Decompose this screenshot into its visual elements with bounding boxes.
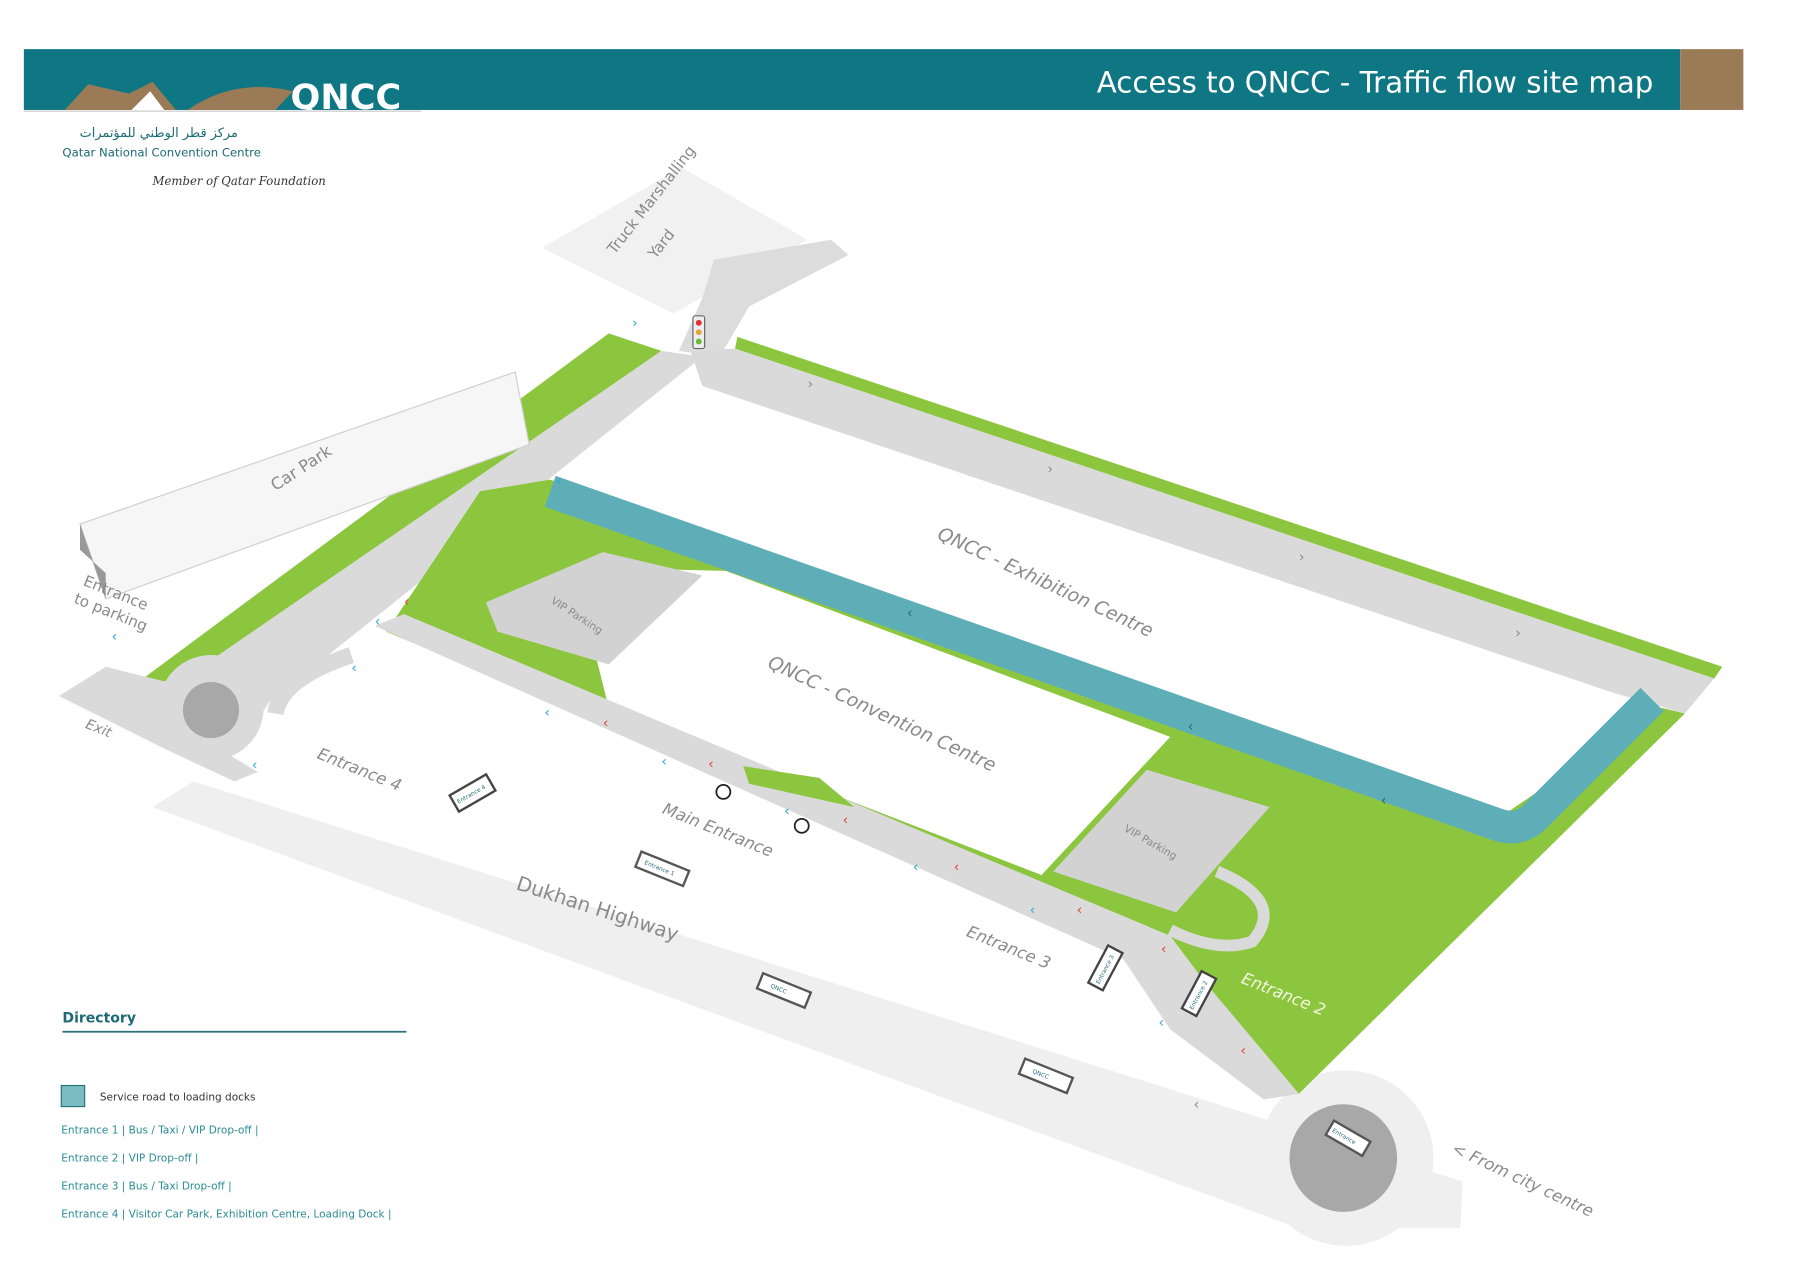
main-left-road — [175, 350, 703, 737]
org-name: Qatar National Convention Centre — [62, 146, 260, 160]
arrow-icon: ‹ — [1030, 903, 1036, 919]
dukhan-highway — [152, 781, 1463, 1229]
sign-qncc-1: QNCC — [755, 971, 813, 1010]
arrow-icon: ‹ — [907, 606, 913, 622]
sign-entrance-3: Entrance 3 — [1086, 943, 1125, 992]
sign-entrance-4: Entrance 4 — [448, 772, 498, 814]
header-bar — [23, 49, 1681, 110]
vip-parking-2 — [1053, 769, 1270, 913]
arrow-icon: ‹ — [1161, 941, 1167, 957]
entrance-3-label: Entrance 3 — [964, 922, 1054, 973]
green-strip-left — [143, 333, 662, 685]
vip-parking-1 — [485, 552, 703, 665]
no-entry-icon — [715, 784, 732, 800]
legend-swatch-service-road — [60, 1084, 86, 1108]
member-of: Member of Qatar Foundation — [152, 174, 326, 188]
convention-centre — [573, 567, 1171, 875]
traffic-arrows: › › › › › ‹ ‹ ‹ ‹ ‹ ‹ ‹ ‹ ‹ ‹ ‹ ‹ ‹ ‹ ‹ … — [112, 316, 1521, 1113]
arrow-icon: ‹ — [1077, 903, 1083, 919]
arrow-icon: ‹ — [351, 661, 357, 677]
sign-roundabout: Entrance — [1324, 1119, 1373, 1158]
arrow-icon: ‹ — [252, 758, 258, 774]
arrow-icon: ‹ — [784, 803, 790, 819]
entrance-4-label: Entrance 4 — [315, 744, 405, 795]
front-drive — [374, 614, 1299, 1100]
no-entry-icon — [793, 817, 810, 834]
from-city-centre-label: < From city centre — [1449, 1139, 1596, 1221]
arrow-icon: ‹ — [1158, 1015, 1164, 1031]
arrow-icon: ‹ — [544, 705, 550, 721]
directory-entry: Entrance 3 | Bus / Taxi Drop-off | — [61, 1181, 231, 1193]
arrow-icon: ‹ — [404, 594, 410, 610]
traffic-light-icon — [692, 315, 706, 350]
yard-access-road — [678, 239, 849, 357]
2-label: QNCC — [769, 984, 787, 996]
header-brown-block — [1680, 49, 1744, 110]
service-road — [544, 475, 1664, 844]
sign-entrance-1: Entrance 1 — [633, 850, 691, 888]
arrow-icon: ‹ — [112, 629, 118, 645]
arrow-icon: ‹ — [843, 813, 849, 829]
sign-qncc-2: QNCC — [1017, 1057, 1075, 1095]
exhibition-centre — [550, 386, 1613, 813]
truck-marshalling-yard — [542, 167, 808, 314]
arrow-icon: ‹ — [708, 757, 714, 773]
arrow-icon: › — [1047, 462, 1053, 478]
arrow-icon: ‹ — [1188, 719, 1194, 735]
green-strip-top — [735, 336, 1723, 679]
median-island — [743, 766, 855, 808]
arrow-icon: ‹ — [1240, 1043, 1246, 1059]
legend-service-road: Service road to loading docks — [100, 1092, 256, 1104]
org-arabic: مركز قطر الوطني للمؤتمرات — [80, 126, 238, 141]
directory-entry: Entrance 4 | Visitor Car Park, Exhibitio… — [61, 1209, 391, 1221]
directory-entry: Entrance 2 | VIP Drop-off | — [61, 1153, 198, 1165]
arrow-icon: › — [1515, 626, 1521, 642]
arrow-icon: ‹ — [913, 859, 919, 875]
arrow-icon: ‹ — [1194, 1097, 1200, 1113]
arrow-icon: ‹ — [661, 754, 667, 770]
directory-title: Directory — [62, 1010, 136, 1026]
arrow-icon: ‹ — [954, 859, 960, 875]
arrow-icon: › — [1299, 549, 1305, 565]
arrow-icon: › — [808, 376, 814, 392]
arrow-icon: ‹ — [1381, 793, 1387, 809]
arrow-icon: › — [632, 316, 638, 332]
roundabout-east — [1289, 1104, 1398, 1212]
header-title: Access to QNCC - Traffic flow site map — [1097, 65, 1654, 99]
arrow-icon: ‹ — [556, 473, 562, 489]
main-entrance-label: Main Entrance — [660, 799, 776, 861]
arrow-icon: ‹ — [375, 614, 381, 630]
directory-entry: Entrance 1 | Bus / Taxi / VIP Drop-off | — [61, 1124, 258, 1136]
roundabout-west — [182, 681, 240, 739]
3-label: QNCC — [1031, 1069, 1049, 1081]
arrow-icon: ‹ — [603, 716, 609, 732]
top-road — [690, 348, 1715, 714]
